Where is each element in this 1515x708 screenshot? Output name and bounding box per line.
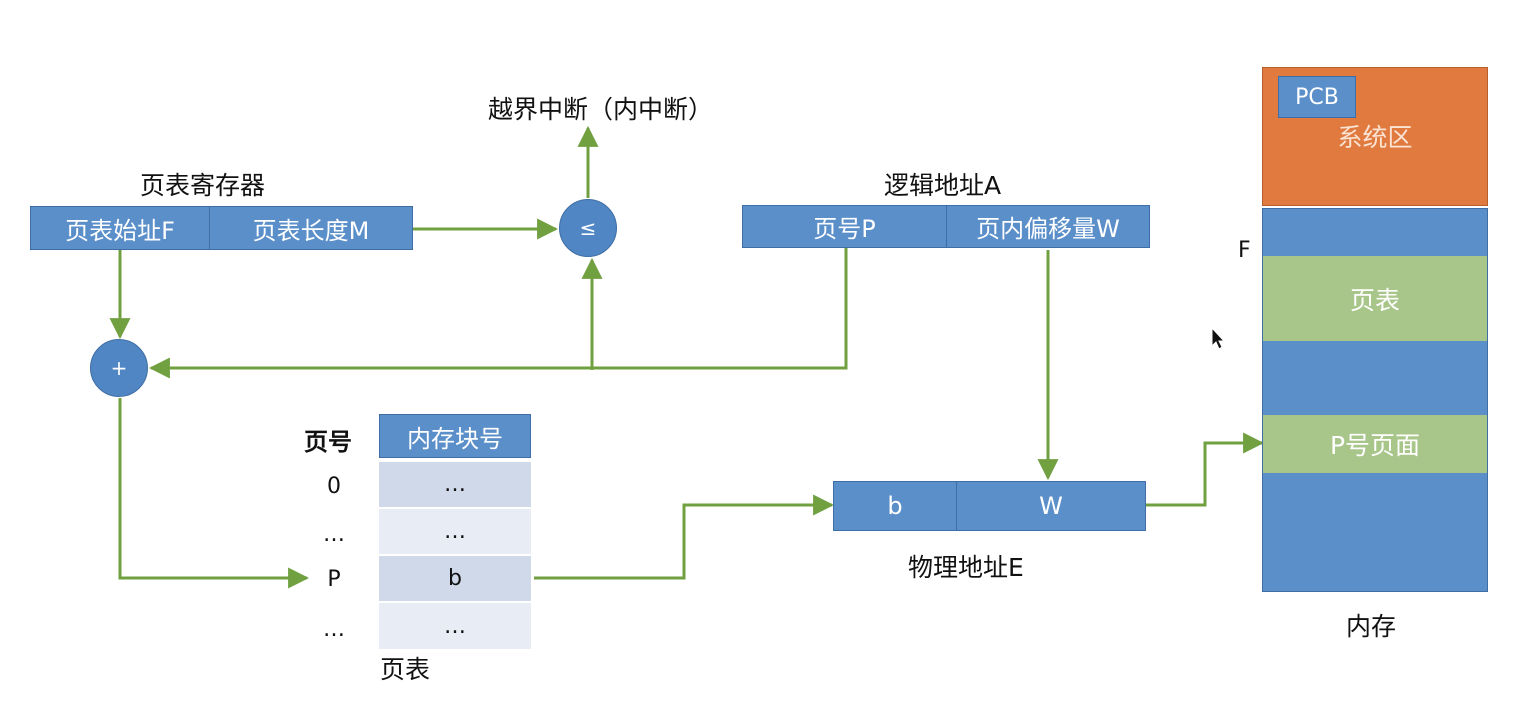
- arrow-physical-to-memory: [1146, 432, 1265, 507]
- memory-caption: 内存: [1346, 612, 1397, 641]
- physical-block-field: b: [833, 481, 957, 531]
- arrow-row-to-physical: [534, 494, 835, 580]
- page-table-row-block: b: [379, 556, 531, 601]
- cursor-icon: [1211, 326, 1226, 350]
- page-table-row-block: …: [379, 603, 531, 649]
- page-table-start-field: 页表始址F: [30, 206, 210, 250]
- memory-f-marker: F: [1238, 238, 1251, 263]
- page-table-row-index: …: [323, 522, 345, 547]
- page-table-block-header: 内存块号: [379, 414, 531, 458]
- pcb-block: PCB: [1278, 76, 1356, 118]
- page-table-index-header: 页号: [304, 428, 352, 456]
- page-table-row-block: …: [379, 509, 531, 554]
- page-table-length-field: 页表长度M: [209, 206, 413, 250]
- physical-offset-field: W: [956, 481, 1146, 531]
- adder-node: +: [90, 339, 148, 397]
- comparator-node: ≤: [559, 199, 617, 257]
- memory-page-table-area: 页表: [1263, 256, 1487, 341]
- arrow-page-to-adder: [148, 248, 848, 379]
- memory-page-area: P号页面: [1263, 415, 1487, 473]
- page-table-row-index: 0: [327, 474, 341, 499]
- logical-address-title: 逻辑地址A: [884, 171, 1002, 200]
- page-table-row-block: …: [379, 462, 531, 507]
- interrupt-label: 越界中断（内中断）: [488, 95, 714, 124]
- memory-system-area: PCB 系统区: [1262, 67, 1488, 206]
- page-table-row-index: …: [323, 617, 345, 642]
- logical-offset-field: 页内偏移量W: [946, 205, 1150, 248]
- logical-page-field: 页号P: [742, 205, 947, 248]
- arrow-adder-to-row: [118, 398, 310, 589]
- page-table-register-title: 页表寄存器: [140, 171, 266, 200]
- page-table-caption: 页表: [380, 655, 431, 684]
- system-area-label: 系统区: [1337, 123, 1413, 152]
- physical-address-title: 物理地址E: [908, 553, 1024, 582]
- page-table-row-index: P: [327, 567, 341, 592]
